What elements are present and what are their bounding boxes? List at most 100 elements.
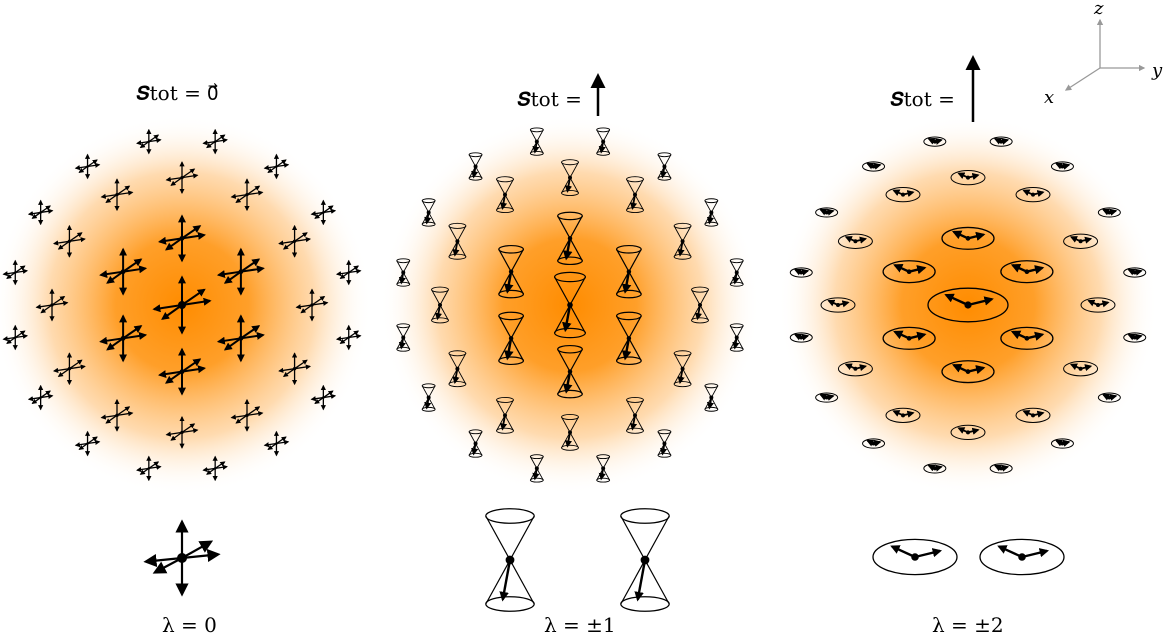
spin-cone-icon bbox=[529, 127, 544, 156]
spin-disk-icon bbox=[1123, 332, 1147, 343]
spin-disk-icon bbox=[979, 538, 1065, 576]
spin-cross-icon bbox=[2, 324, 29, 351]
spin-cone-icon bbox=[448, 350, 467, 388]
spin-disk-icon bbox=[885, 407, 921, 423]
spin-cone-icon bbox=[496, 176, 514, 214]
spin-cross-icon bbox=[52, 352, 86, 386]
spin-disk-icon bbox=[815, 207, 839, 218]
spin-cone-icon bbox=[673, 222, 692, 260]
spin-cone-icon bbox=[529, 454, 544, 483]
spin-disk-icon bbox=[837, 361, 873, 377]
spin-cone-icon bbox=[553, 271, 586, 339]
spin-cross-icon bbox=[295, 288, 329, 322]
spin-cone-icon bbox=[673, 350, 692, 388]
spin-cross-icon bbox=[100, 178, 134, 212]
spin-disk-icon bbox=[941, 226, 995, 250]
spin-cone-icon bbox=[557, 344, 583, 399]
spin-disk-icon bbox=[1015, 407, 1051, 423]
spin-cone-icon bbox=[620, 508, 670, 612]
spin-cross-icon bbox=[136, 128, 162, 155]
spin-cone-icon bbox=[421, 198, 436, 227]
spin-cross-icon bbox=[263, 430, 290, 457]
spin-cross-icon bbox=[35, 288, 69, 322]
spin-cone-icon bbox=[468, 152, 483, 181]
spin-disk-icon bbox=[882, 326, 936, 350]
axis-label-y: y bbox=[1151, 60, 1163, 81]
spin-cone-icon bbox=[421, 383, 436, 412]
spin-disk-icon bbox=[1000, 260, 1054, 284]
spin-cross-icon bbox=[202, 128, 228, 155]
spin-cone-icon bbox=[496, 396, 514, 434]
spin-disk-icon bbox=[1097, 392, 1121, 403]
spin-cross-icon bbox=[165, 161, 199, 195]
spin-disk-icon bbox=[862, 438, 886, 449]
spin-cross-icon bbox=[158, 214, 206, 263]
spin-disk-icon bbox=[885, 187, 921, 203]
axes-triad: z y x bbox=[1044, 0, 1163, 108]
spin-disk-icon bbox=[882, 260, 936, 284]
spin-cross-icon bbox=[230, 398, 264, 432]
spin-disk-icon bbox=[1015, 187, 1051, 203]
spin-cone-icon bbox=[626, 396, 644, 434]
spin-cone-icon bbox=[704, 383, 719, 412]
spin-cone-icon bbox=[626, 176, 644, 214]
spin-cross-icon bbox=[263, 153, 290, 180]
spin-disk-icon bbox=[789, 332, 813, 343]
spin-cone-icon bbox=[468, 429, 483, 458]
axis-label-x: x bbox=[1044, 87, 1054, 108]
spin-disk-icon bbox=[862, 161, 886, 172]
spin-disk-icon bbox=[1097, 207, 1121, 218]
spin-disk-icon bbox=[941, 360, 995, 384]
spin-cross-icon bbox=[100, 398, 134, 432]
spin-disk-icon bbox=[989, 463, 1013, 474]
spin-cone-icon bbox=[498, 311, 525, 366]
spin-cross-icon bbox=[99, 314, 148, 363]
spin-cone-icon bbox=[729, 323, 744, 352]
spin-cone-icon bbox=[596, 127, 611, 156]
spin-cross-icon bbox=[2, 259, 29, 286]
spin-disk-icon bbox=[923, 463, 947, 474]
spin-cross-icon bbox=[216, 247, 265, 296]
spin-cone-icon bbox=[485, 508, 535, 612]
spin-cross-icon bbox=[165, 415, 199, 449]
spin-cone-icon bbox=[396, 258, 411, 287]
spin-disk-icon bbox=[989, 136, 1013, 147]
spin-cross-icon bbox=[74, 430, 101, 457]
spin-disk-icon bbox=[820, 297, 856, 313]
spin-disk-icon bbox=[1050, 438, 1074, 449]
spin-cone-icon bbox=[498, 244, 525, 299]
spin-disk-icon bbox=[1050, 161, 1074, 172]
spin-disk-icon bbox=[872, 538, 958, 576]
spin-cross-icon bbox=[136, 455, 162, 482]
spin-cone-icon bbox=[691, 286, 709, 324]
spin-disk-icon bbox=[1063, 361, 1099, 377]
spin-disk-icon bbox=[837, 233, 873, 249]
spin-cross-icon bbox=[74, 153, 101, 180]
spin-cone-icon bbox=[729, 258, 744, 287]
spin-disk-icon bbox=[789, 267, 813, 278]
spin-disk-icon bbox=[950, 169, 986, 186]
spin-cone-icon bbox=[615, 311, 642, 366]
spin-disk-icon bbox=[815, 392, 839, 403]
spin-cross-icon bbox=[335, 324, 362, 351]
axis-label-z: z bbox=[1093, 0, 1104, 19]
spin-disk-icon bbox=[1063, 233, 1099, 249]
panel-lambda1 bbox=[396, 127, 744, 612]
spin-cross-icon bbox=[158, 347, 206, 396]
spin-cross-icon bbox=[27, 384, 54, 411]
panel-lambda2 bbox=[789, 136, 1147, 576]
spin-cross-icon bbox=[278, 224, 312, 258]
spin-cross-icon bbox=[202, 455, 228, 482]
spin-cone-icon bbox=[561, 414, 579, 451]
spin-cone-icon bbox=[448, 222, 467, 260]
stot-label-lambda0: 𝑺tot = 0⃗ bbox=[136, 81, 218, 105]
spin-cross-icon bbox=[52, 224, 86, 258]
spin-cone-icon bbox=[657, 429, 672, 458]
spin-cross-icon bbox=[278, 352, 312, 386]
spin-cone-icon bbox=[615, 244, 642, 299]
spin-cross-icon bbox=[27, 199, 54, 226]
spin-cone-icon bbox=[396, 323, 411, 352]
spin-cone-icon bbox=[561, 159, 579, 196]
spin-cone-icon bbox=[596, 454, 611, 483]
